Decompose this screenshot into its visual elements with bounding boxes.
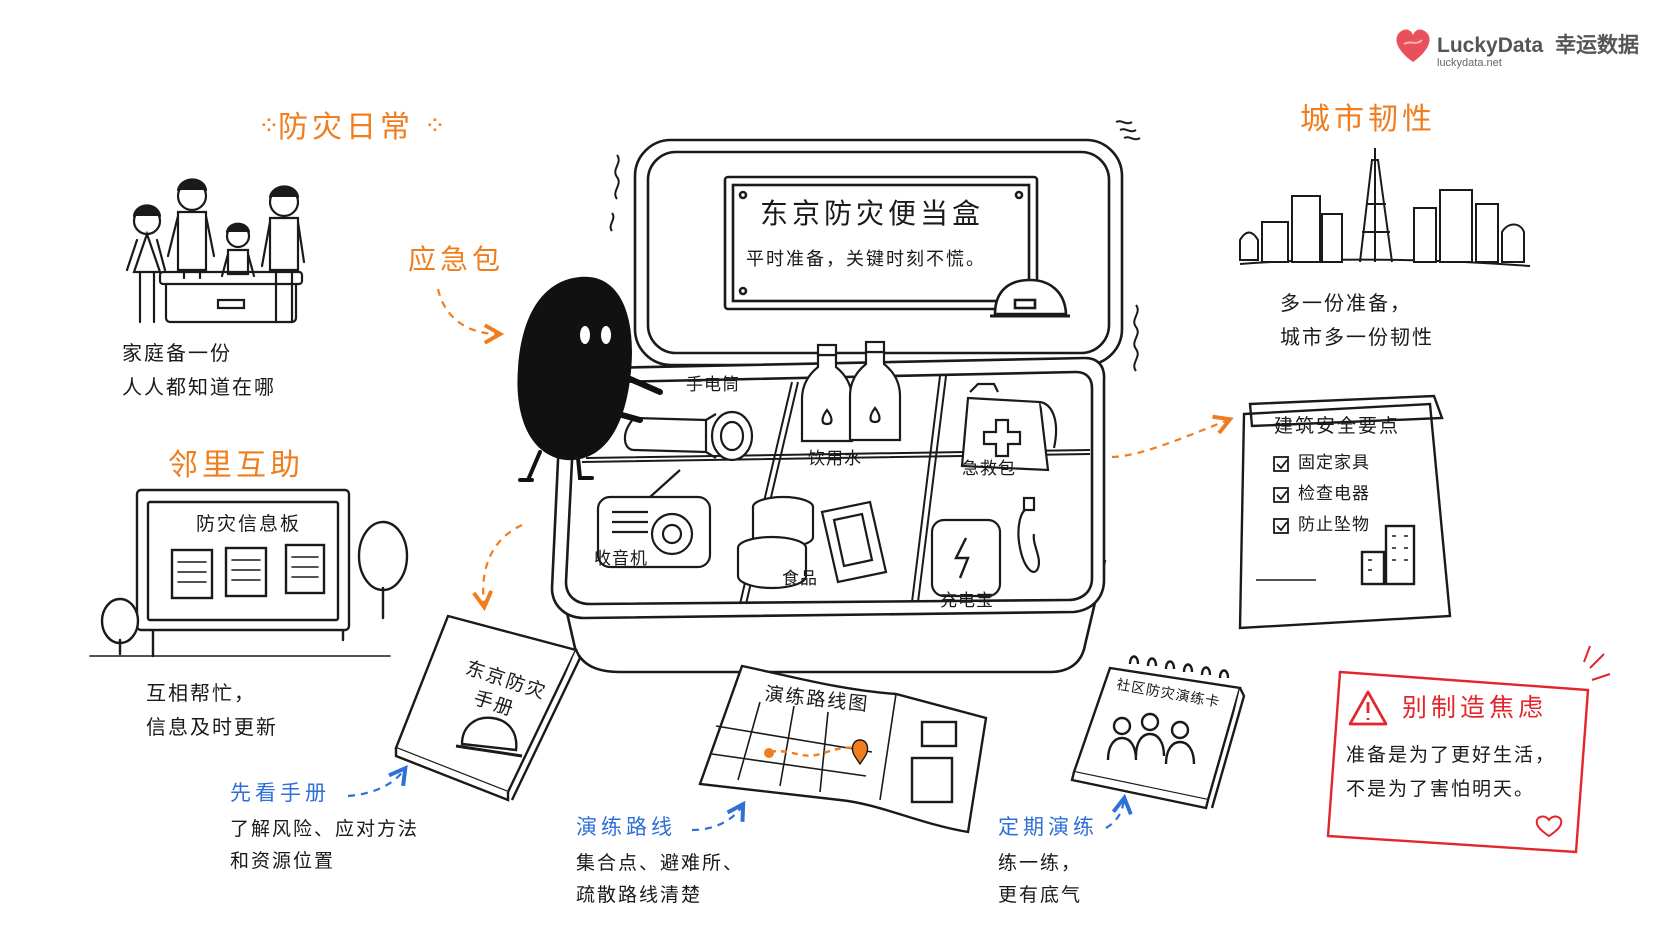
- warning-text-2: 不是为了害怕明天。: [1346, 778, 1536, 800]
- warning-triangle-icon: [1348, 690, 1388, 726]
- radio-illustration: [596, 469, 712, 569]
- water-bottles-illustration: [800, 340, 902, 443]
- map-caption-title: 演练路线: [576, 815, 676, 839]
- blue-arrows: [347, 765, 1133, 832]
- label-water: 饮用水: [808, 449, 862, 469]
- brand-name-en: LuckyData: [1437, 34, 1544, 57]
- neighbors-title: 邻里互助: [168, 448, 304, 483]
- label-radio: 收音机: [594, 549, 648, 569]
- manual-caption-2: 和资源位置: [230, 850, 336, 872]
- drill-calendar-card: [1070, 655, 1246, 810]
- checklist-title: 建筑安全要点: [1274, 415, 1401, 437]
- brand-name: LuckyData 幸运数据: [1437, 32, 1639, 59]
- manual-caption-1: 了解风险、应对方法: [230, 818, 420, 840]
- daily-title-accent: ⁘: [258, 111, 280, 141]
- orange-arrows: [436, 288, 1234, 612]
- daily-text-1: 家庭备一份: [122, 341, 232, 365]
- daily-title: 防灾日常: [278, 110, 414, 145]
- manual-caption-title: 先看手册: [230, 781, 330, 805]
- checklist-item: 固定家具: [1298, 453, 1370, 473]
- warning-text-1: 准备是为了更好生活，: [1346, 744, 1557, 766]
- disaster-manual-book: [394, 614, 582, 802]
- blob-character: [517, 276, 663, 482]
- bento-lid: [609, 120, 1141, 372]
- power-bank-illustration: [930, 496, 1040, 598]
- map-caption-1: 集合点、避难所、: [576, 852, 745, 874]
- label-firstaid: 急救包: [962, 459, 1016, 479]
- warning-title: 别制造焦虑: [1402, 693, 1548, 722]
- label-food: 食品: [782, 569, 818, 589]
- drill-route-map: [698, 664, 988, 834]
- neighbors-text-1: 互相帮忙，: [146, 681, 256, 705]
- family-illustration: [125, 178, 306, 324]
- map-caption-2: 疏散路线清楚: [576, 884, 703, 906]
- kit-label: 应急包: [408, 243, 505, 276]
- drill-caption-2: 更有底气: [998, 884, 1083, 906]
- neighbors-text-2: 信息及时更新: [146, 715, 278, 739]
- drill-caption-title: 定期演练: [998, 815, 1098, 839]
- first-aid-kit-illustration: [960, 382, 1058, 472]
- resilience-title: 城市韧性: [1300, 102, 1436, 137]
- daily-title-accent-right: ⁘: [424, 111, 446, 141]
- checklist-item: 防止坠物: [1298, 515, 1370, 535]
- checklist-card: [1238, 394, 1452, 630]
- checklist-item: 检查电器: [1298, 484, 1370, 504]
- brand-name-cn: 幸运数据: [1555, 34, 1640, 57]
- warning-box: [1326, 645, 1611, 854]
- label-powerbank: 充电宝: [940, 591, 994, 611]
- canned-food-illustration: [736, 495, 888, 590]
- flashlight-illustration: [623, 410, 754, 462]
- info-board-illustration: [89, 488, 409, 658]
- label-flashlight: 手电筒: [686, 375, 740, 395]
- bento-title: 东京防灾便当盒: [760, 197, 985, 230]
- drill-caption-1: 练一练，: [998, 852, 1083, 874]
- board-title: 防灾信息板: [196, 513, 302, 535]
- city-skyline-illustration: [1239, 148, 1531, 267]
- brand-url: luckydata.net: [1437, 57, 1502, 69]
- bento-subtitle: 平时准备，关键时刻不慌。: [746, 249, 986, 270]
- heart-logo-icon: [1396, 29, 1430, 62]
- daily-text-2: 人人都知道在哪: [122, 375, 276, 399]
- resilience-text-2: 城市多一份韧性: [1280, 325, 1434, 349]
- resilience-text-1: 多一份准备，: [1280, 291, 1412, 315]
